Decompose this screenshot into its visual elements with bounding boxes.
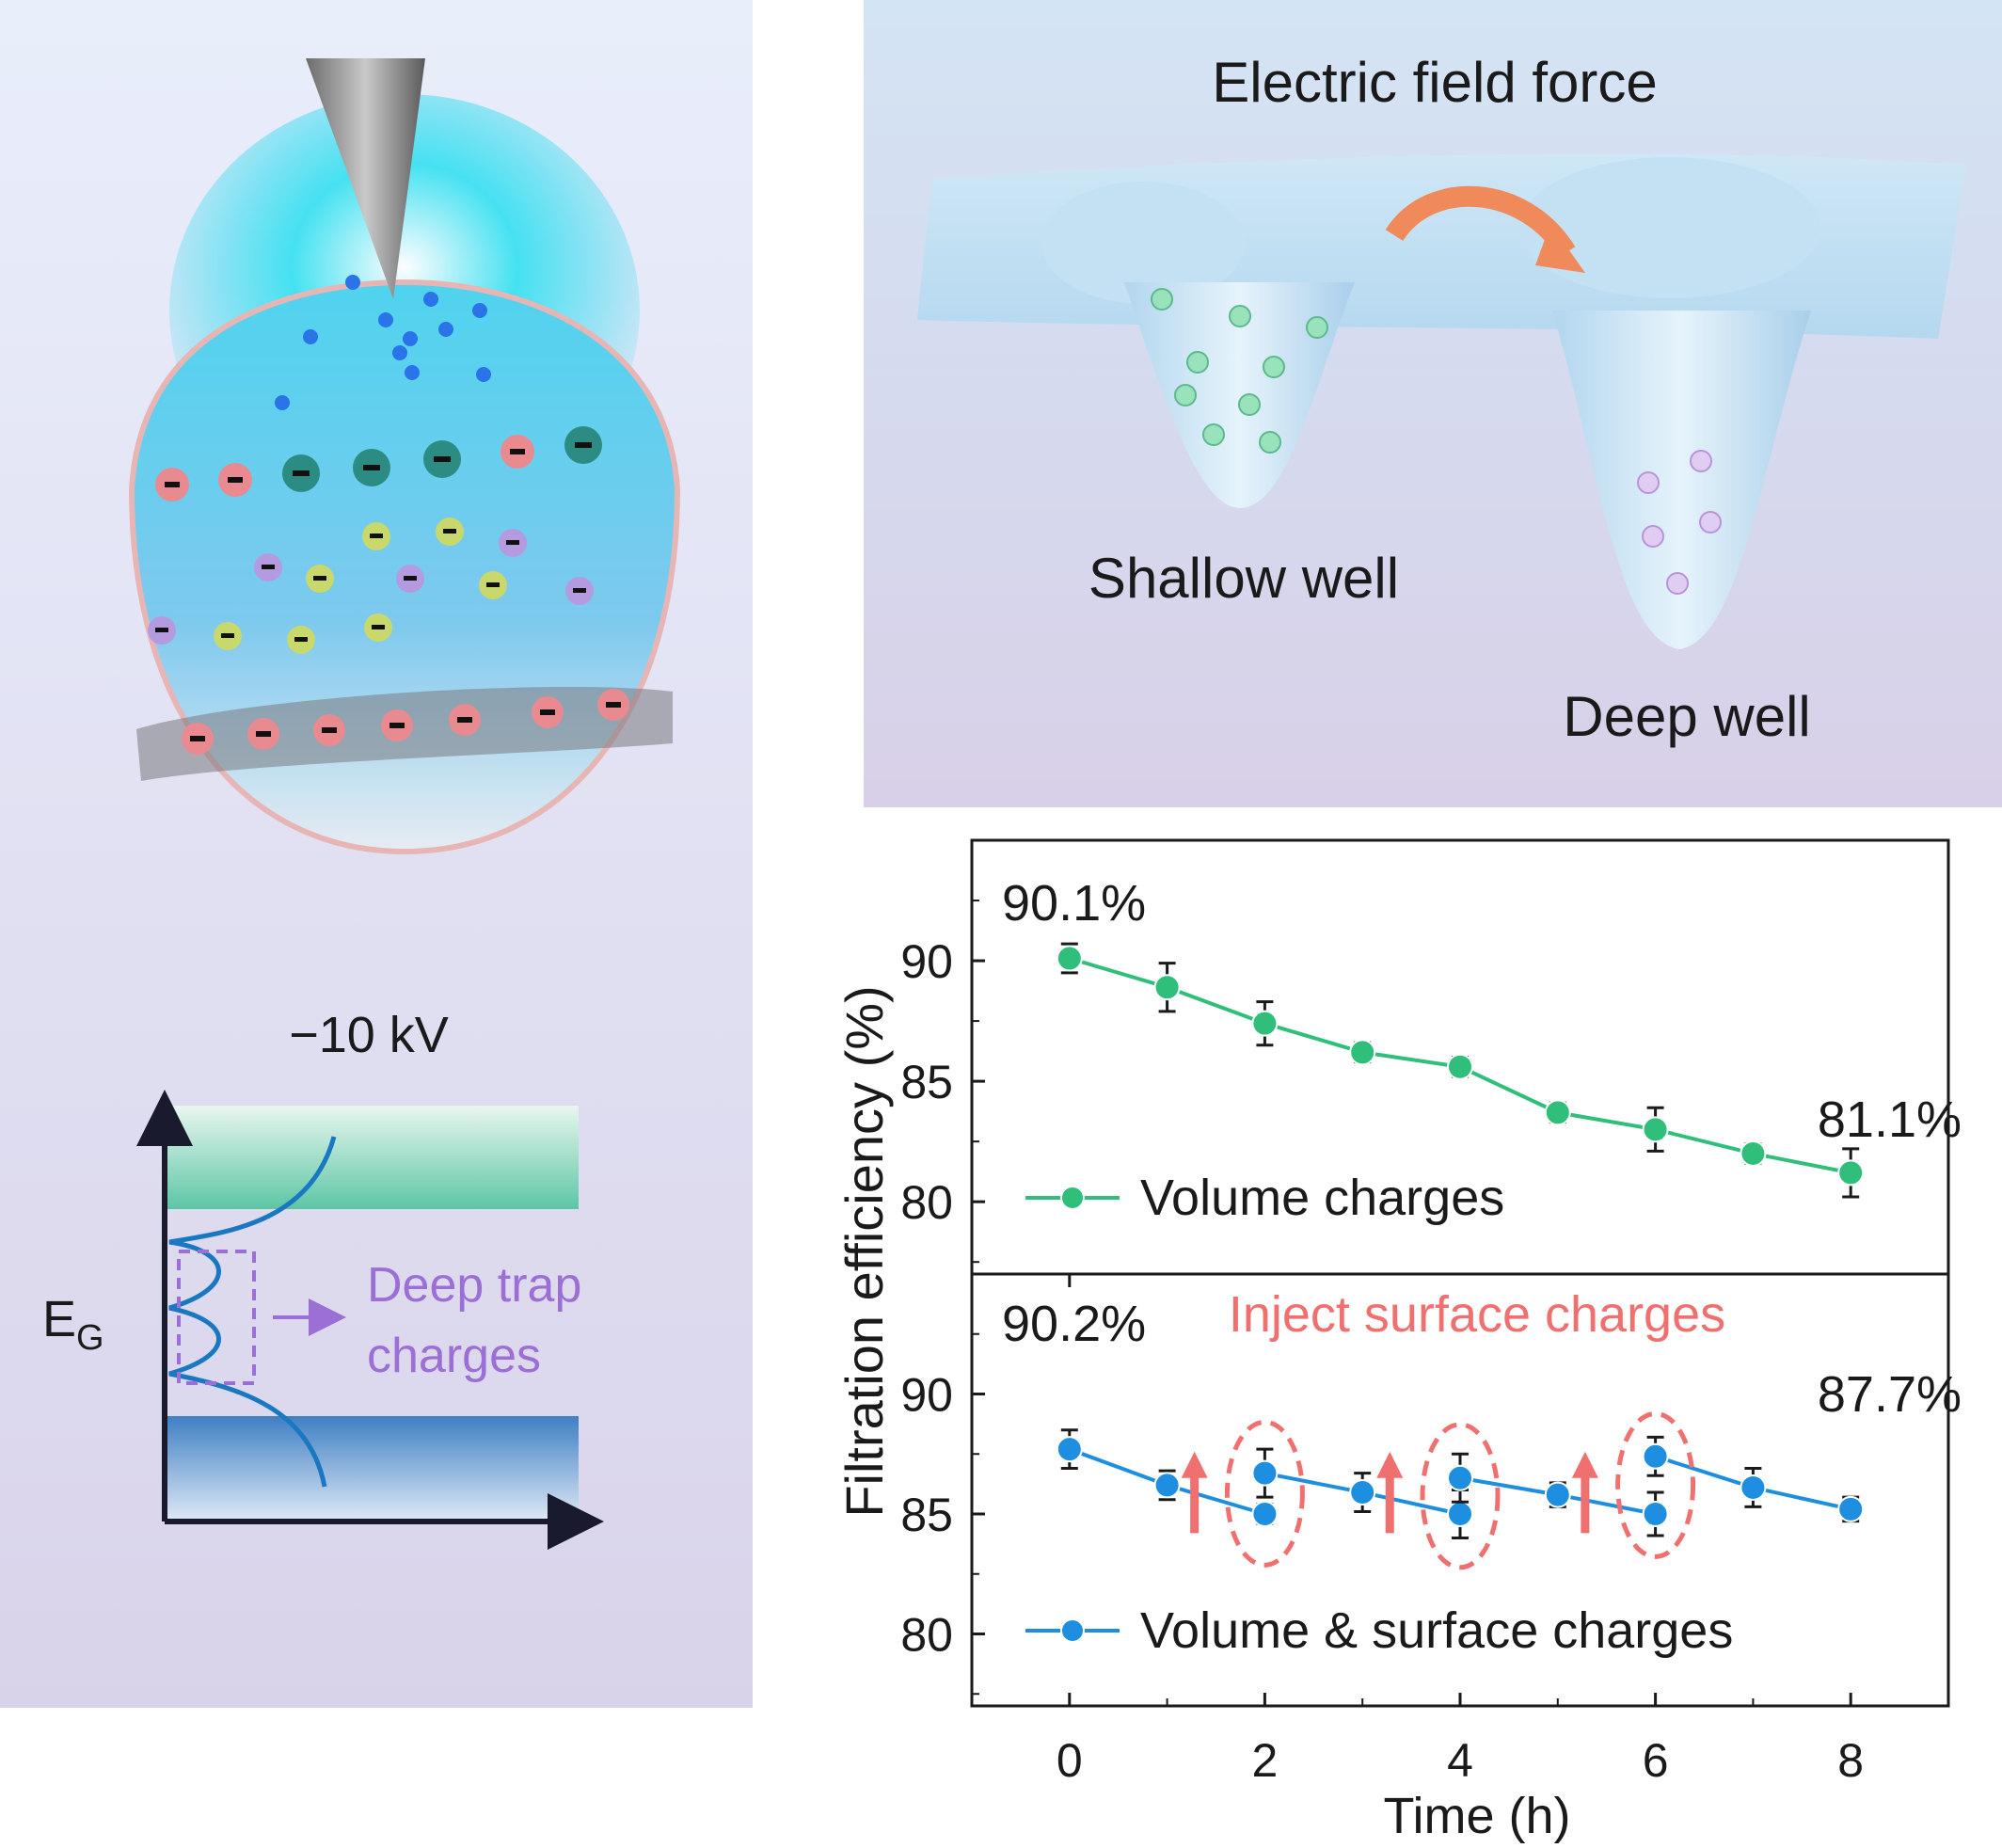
injection-arrow-head [1181, 1451, 1208, 1478]
x-tick-label: 8 [1837, 1734, 1864, 1787]
x-tick-label: 2 [1251, 1734, 1278, 1787]
voltage-label: −10 kV [289, 1007, 449, 1063]
injection-arrow-head [1571, 1451, 1598, 1478]
y-tick-label: 90 [900, 935, 953, 988]
legend-label: Volume charges [1140, 1170, 1504, 1226]
conduction-band [165, 1106, 579, 1209]
data-point [1740, 1474, 1767, 1501]
band-gap-label: EG [42, 1291, 104, 1358]
injection-ellipse [1224, 1419, 1305, 1568]
value-annotation: 87.7% [1818, 1366, 1962, 1423]
y-tick-label: 80 [900, 1609, 953, 1662]
data-point [1251, 1010, 1279, 1037]
left-panel: −10 kV Deep trap charges EG [0, 0, 753, 1708]
air-ions [275, 275, 491, 410]
data-point [1251, 1459, 1279, 1487]
y-tick-label: 80 [900, 1176, 953, 1229]
data-point [1837, 1159, 1865, 1187]
inject-label: Inject surface charges [1229, 1286, 1725, 1343]
top-right-panel: Electric field force Shallow well Deep w… [864, 0, 2002, 807]
trap-label-line2: charges [367, 1329, 541, 1383]
transfer-arrowhead [1535, 224, 1585, 273]
surface-charges [155, 426, 602, 502]
density-of-states-curve [168, 1136, 337, 1488]
value-annotation: 90.2% [1002, 1296, 1146, 1352]
data-point [1447, 1501, 1473, 1527]
deep-well [1552, 311, 1811, 649]
shallow-well [1124, 282, 1355, 508]
data-point [1153, 1472, 1181, 1499]
x-tick-label: 6 [1643, 1734, 1669, 1787]
data-point [1447, 1464, 1473, 1491]
value-annotation: 90.1% [1002, 875, 1146, 932]
legend-label: Volume & surface charges [1140, 1602, 1733, 1659]
needle-electrode [306, 58, 425, 299]
data-point [1447, 1053, 1473, 1080]
data-point [1056, 945, 1083, 972]
shallow-charges [1151, 288, 1328, 454]
legend-marker [1060, 1618, 1085, 1643]
data-point [1544, 1099, 1571, 1126]
series-bottom [1056, 1428, 1865, 1539]
data-point [1642, 1442, 1669, 1470]
data-point [1642, 1501, 1669, 1527]
x-tick-label: 0 [1057, 1734, 1083, 1787]
transfer-arrow [1385, 185, 1576, 259]
deep-charges [1637, 450, 1722, 595]
valence-band [165, 1416, 579, 1521]
data-point [1056, 1436, 1083, 1463]
trap-label-line1: Deep trap [367, 1258, 581, 1313]
band-diagram: Deep trap charges EG [42, 1090, 604, 1550]
data-point [1740, 1139, 1767, 1167]
filtration-chart: Filtration efficiency (%) Time (h) 80859… [834, 838, 1962, 1844]
top-right-background [864, 0, 2002, 807]
data-point [1251, 1501, 1279, 1527]
y-axis-label: Filtration efficiency (%) [834, 985, 894, 1517]
y-tick-label: 85 [900, 1489, 953, 1541]
injection-ellipse [1615, 1410, 1696, 1559]
shallow-well-label: Shallow well [1088, 547, 1399, 610]
injection-ellipse [1420, 1422, 1501, 1570]
x-axis-label: Time (h) [1384, 1788, 1571, 1844]
data-point [1642, 1116, 1669, 1143]
legend-marker [1060, 1186, 1085, 1210]
data-point [1544, 1481, 1571, 1508]
deep-well-opening [1519, 157, 1820, 298]
data-point [1349, 1039, 1376, 1066]
shallow-well-opening [1041, 182, 1245, 304]
data-point [1153, 974, 1181, 1001]
value-annotation: 81.1% [1818, 1091, 1962, 1148]
y-tick-label: 90 [900, 1369, 953, 1422]
electric-field-title: Electric field force [1212, 51, 1658, 114]
x-tick-label: 4 [1447, 1734, 1473, 1787]
trap-box [177, 1250, 256, 1385]
data-point [1349, 1479, 1376, 1506]
corona-illustration [128, 58, 681, 855]
deep-well-label: Deep well [1563, 685, 1810, 748]
volume-charges [148, 518, 594, 654]
data-point [1837, 1495, 1865, 1522]
series-top [1056, 942, 1865, 1199]
bottom-charges [182, 689, 629, 755]
y-tick-label: 85 [900, 1056, 953, 1108]
injection-arrow-head [1376, 1451, 1404, 1478]
